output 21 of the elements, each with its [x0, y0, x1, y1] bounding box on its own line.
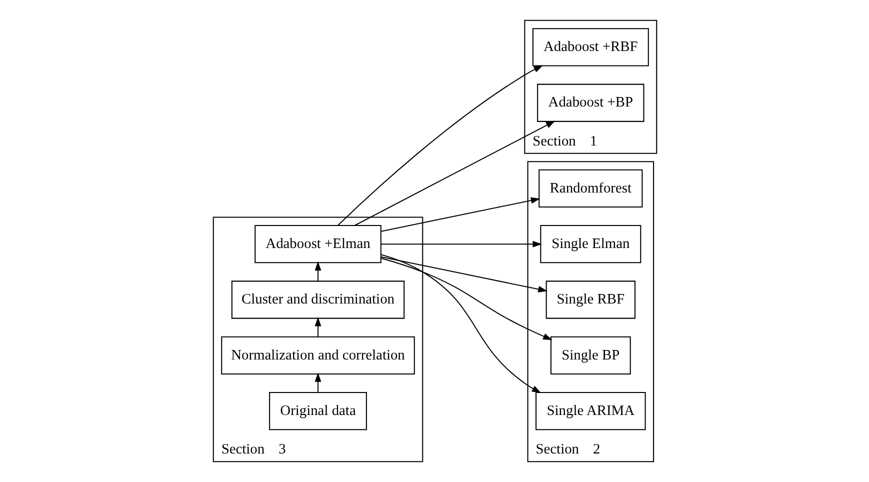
arrow: [314, 372, 321, 392]
arrow: [380, 254, 541, 394]
node-box: Single ARIMA: [535, 392, 646, 430]
node-box: Cluster and discrimination: [230, 280, 404, 319]
node-box: Single Elman: [540, 225, 641, 264]
node-box: Randomforest: [538, 169, 642, 208]
node-box: Adaboost +Elman: [254, 225, 381, 264]
arrow: [314, 316, 321, 337]
node-box: Single BP: [550, 336, 630, 374]
arrow: [337, 65, 543, 226]
node-box: Original data: [268, 392, 366, 430]
arrow: [314, 261, 321, 282]
arrow: [380, 256, 547, 292]
node-box: Adaboost +RBF: [532, 28, 648, 66]
node-box: Adaboost +BP: [536, 84, 644, 122]
arrow: [380, 258, 552, 340]
arrow: [380, 240, 542, 248]
arrow: [354, 120, 555, 226]
arrow: [380, 197, 540, 232]
node-box: Normalization and correlation: [220, 336, 414, 374]
node-box: Single RBF: [545, 280, 635, 319]
